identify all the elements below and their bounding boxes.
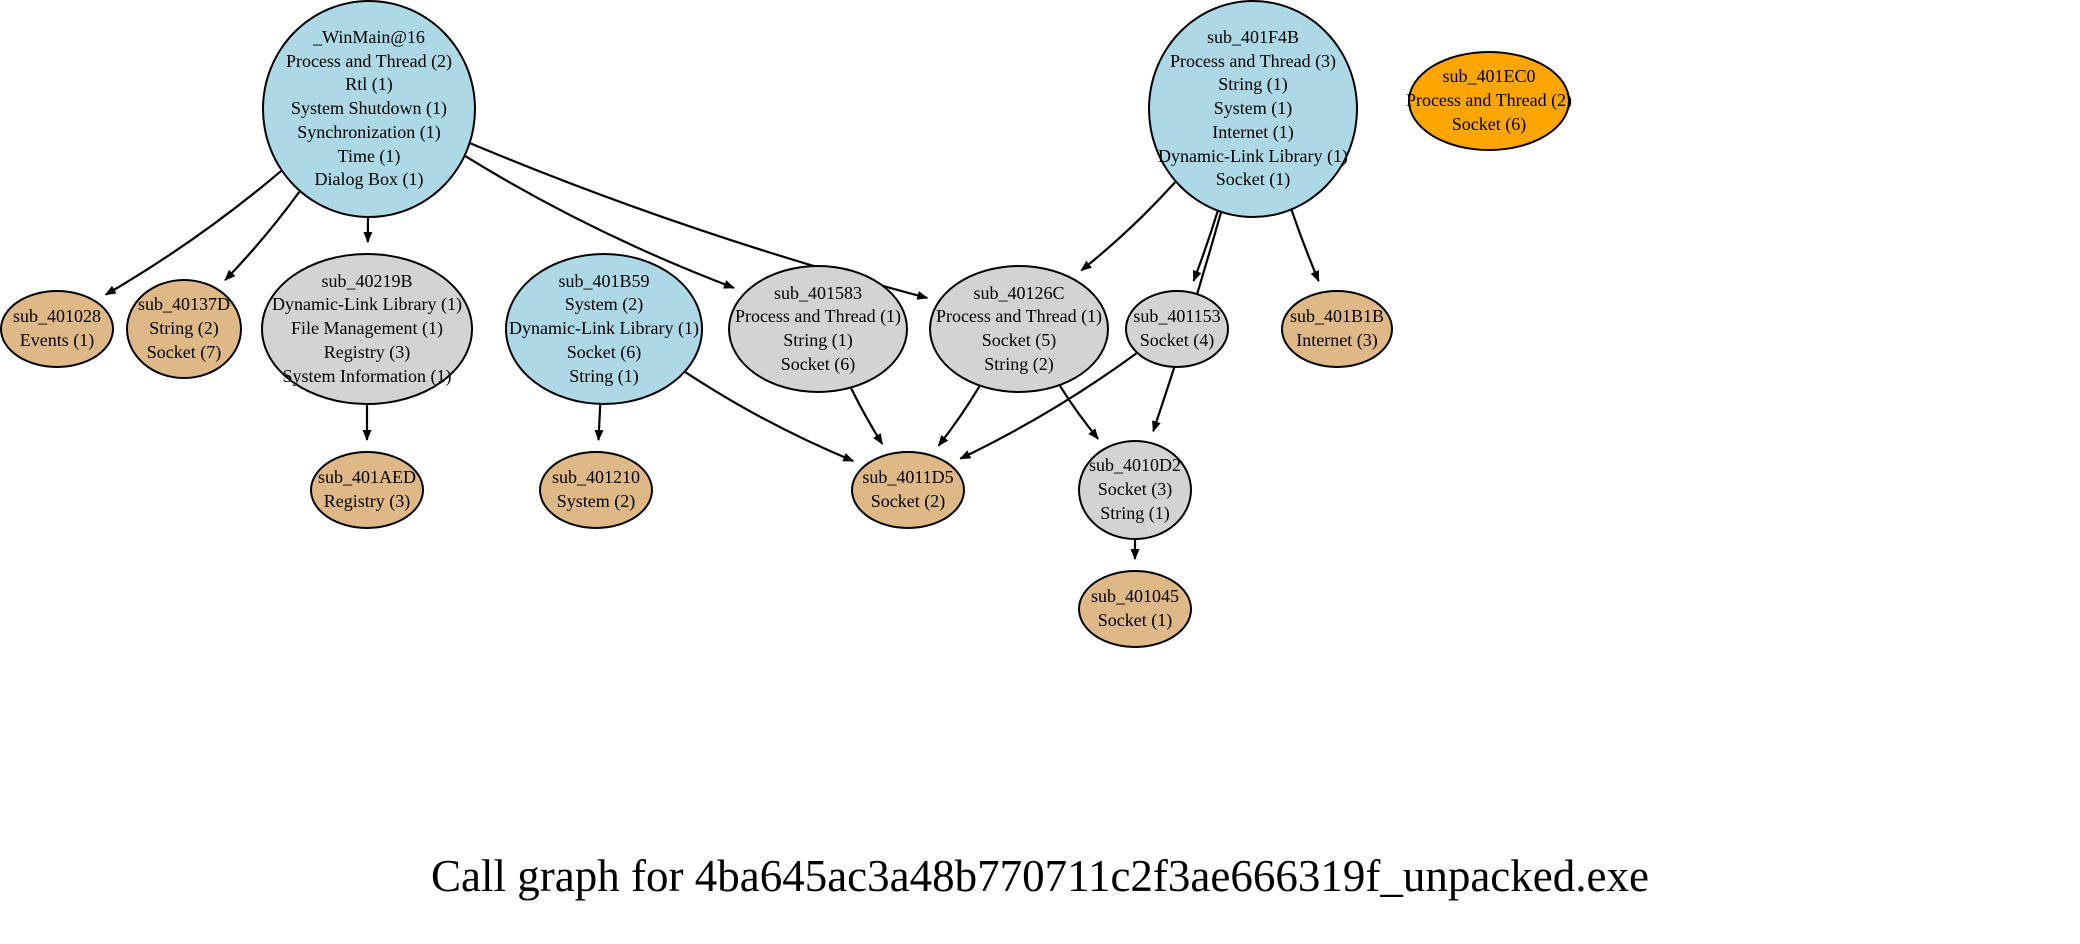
node-name: sub_401210 [551, 467, 640, 488]
node-api-category: File Management (1) [291, 318, 443, 339]
node-api-category: System (1) [1213, 98, 1293, 119]
node-api-category: String (1) [783, 330, 853, 350]
node-name: sub_40126C [973, 282, 1065, 303]
edge-_winmain16-to-sub_401583 [464, 155, 735, 289]
node-api-category: Socket (1) [1215, 169, 1291, 190]
node-name: sub_401EC0 [1442, 66, 1536, 87]
edge-sub_401b59-to-sub_4011d5 [684, 371, 855, 462]
node-api-category: Internet (1) [1212, 121, 1294, 142]
node-api-category: Socket (6) [1451, 113, 1527, 134]
node-api-category: System (2) [556, 491, 636, 511]
node-name: sub_401B1B [1289, 306, 1385, 327]
node-name: sub_401153 [1133, 306, 1221, 327]
node-name: sub_40137D [137, 294, 230, 315]
edge-paths [104, 142, 1320, 560]
node-api-category: Socket (4) [1139, 330, 1215, 350]
node-api-category: Registry (3) [323, 341, 411, 362]
graph-node-sub_40137d[interactable]: sub_40137D String (2)Socket (7) [126, 279, 242, 379]
node-name: sub_401AED [318, 467, 416, 488]
node-api-category: Socket (6) [566, 341, 642, 362]
node-name: sub_401045 [1090, 586, 1179, 607]
node-api-category: Events (1) [19, 330, 95, 350]
edge-sub_40126c-to-sub_4010d2 [1059, 385, 1099, 440]
node-api-category: String (1) [569, 365, 639, 386]
node-api-category: Process and Thread (3) [1169, 50, 1337, 71]
node-api-category: Dynamic-Link Library (1) [509, 318, 699, 339]
node-name: sub_4011D5 [862, 467, 954, 488]
edge-sub_40126c-to-sub_4011d5 [937, 385, 981, 447]
node-api-category: String (1) [1100, 502, 1170, 523]
node-api-category: Rtl (1) [345, 74, 393, 95]
graph-node-sub_401f4b[interactable]: sub_401F4B Process and Thread (3) String (… [1148, 0, 1358, 218]
node-api-category: Socket (5) [981, 330, 1057, 350]
node-api-category: Process and Thread (2) [285, 50, 453, 71]
edge-sub_401f4b-to-sub_401b1b [1290, 209, 1320, 282]
node-api-category: Dialog Box (1) [314, 169, 424, 190]
graph-node-sub_40126c[interactable]: sub_40126C Process and Thread (1) Socket (… [929, 265, 1109, 393]
node-api-category: System (2) [564, 294, 644, 315]
node-api-category: Dynamic-Link Library (1) [272, 294, 462, 315]
node-api-category: Socket (7) [146, 341, 222, 362]
node-api-category: String (1) [1218, 74, 1288, 95]
node-name: sub_401B59 [558, 270, 650, 291]
node-api-category: Internet (3) [1296, 330, 1378, 350]
edge-sub_401153-to-sub_4011d5 [959, 352, 1138, 460]
node-name: sub_40219B [321, 270, 413, 291]
node-name: _WinMain@16 [313, 26, 425, 47]
node-api-category: System Shutdown (1) [290, 98, 447, 119]
node-name: sub_401583 [773, 282, 862, 303]
node-api-category: String (2) [984, 353, 1054, 374]
graph-node-sub_401b1b[interactable]: sub_401B1B Internet (3) [1281, 290, 1393, 368]
node-api-category: Process and Thread (1) [734, 306, 902, 327]
graph-title: Call graph for 4ba645ac3a48b770711c2f3ae… [431, 851, 1649, 901]
node-api-category: Process and Thread (1) [935, 306, 1103, 327]
graph-node-sub_401aed[interactable]: sub_401AED Registry (3) [310, 451, 424, 529]
edge-sub_401b59-to-sub_401210 [594, 404, 604, 442]
edge-_winmain16-to-sub_401028 [104, 170, 282, 296]
node-api-category: Registry (3) [323, 491, 411, 511]
node-api-category: Process and Thread (2) [1405, 90, 1573, 111]
edge-sub_401583-to-sub_4011d5 [850, 387, 884, 445]
node-api-category: Dynamic-Link Library (1) [1158, 145, 1348, 166]
edge-sub_401f4b-to-sub_40126c [1080, 181, 1176, 272]
node-api-category: Socket (2) [870, 491, 946, 511]
graph-node-sub_40219b[interactable]: sub_40219B Dynamic-Link Library (1) File M… [261, 253, 473, 405]
node-api-category: Socket (3) [1097, 479, 1173, 500]
node-name: sub_4010D2 [1088, 455, 1181, 476]
node-name: sub_401028 [12, 306, 101, 327]
node-api-category: String (2) [149, 318, 219, 339]
node-api-category: Socket (6) [780, 353, 856, 374]
node-api-category: Socket (1) [1097, 610, 1173, 630]
node-api-category: Synchronization (1) [297, 121, 441, 142]
edge-_winmain16-to-sub_40137d [224, 191, 301, 281]
node-api-category: System Information (1) [282, 365, 452, 386]
node-api-category: Time (1) [337, 145, 401, 166]
node-name: sub_401F4B [1206, 26, 1300, 47]
edge-sub_401f4b-to-sub_401153 [1192, 211, 1219, 282]
